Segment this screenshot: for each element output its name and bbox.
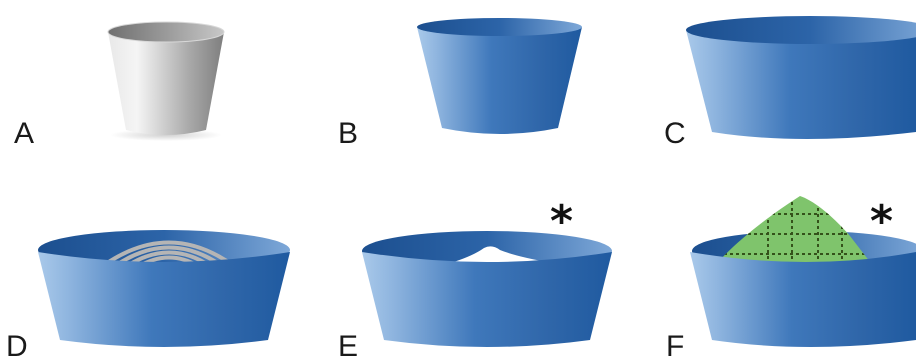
panel-label-c: C [664,117,686,150]
panel-d: D [6,230,290,358]
asterisk-f: * [870,196,893,247]
panel-f: F * [666,196,916,358]
blue-truncated-cone-icon [417,18,582,134]
panel-label-f: F [666,330,684,358]
asterisk-e: * [550,196,573,247]
open-bowl-with-white-patch-icon [362,231,612,347]
open-bowl-with-green-grid-patch-icon [690,196,916,347]
open-bowl-with-gray-arcs-icon [38,230,290,347]
green-patch [718,196,870,262]
panel-c: C [664,16,916,150]
panel-label-e: E [338,330,358,358]
panel-label-b: B [338,117,358,150]
wide-blue-truncated-cone-icon [686,16,916,139]
panel-label-d: D [6,330,28,358]
panel-e: E * [338,196,612,358]
gray-truncated-cone-icon [107,21,225,141]
panel-b: B [338,18,582,150]
panel-label-a: A [14,117,34,150]
panel-a: A [14,21,225,150]
